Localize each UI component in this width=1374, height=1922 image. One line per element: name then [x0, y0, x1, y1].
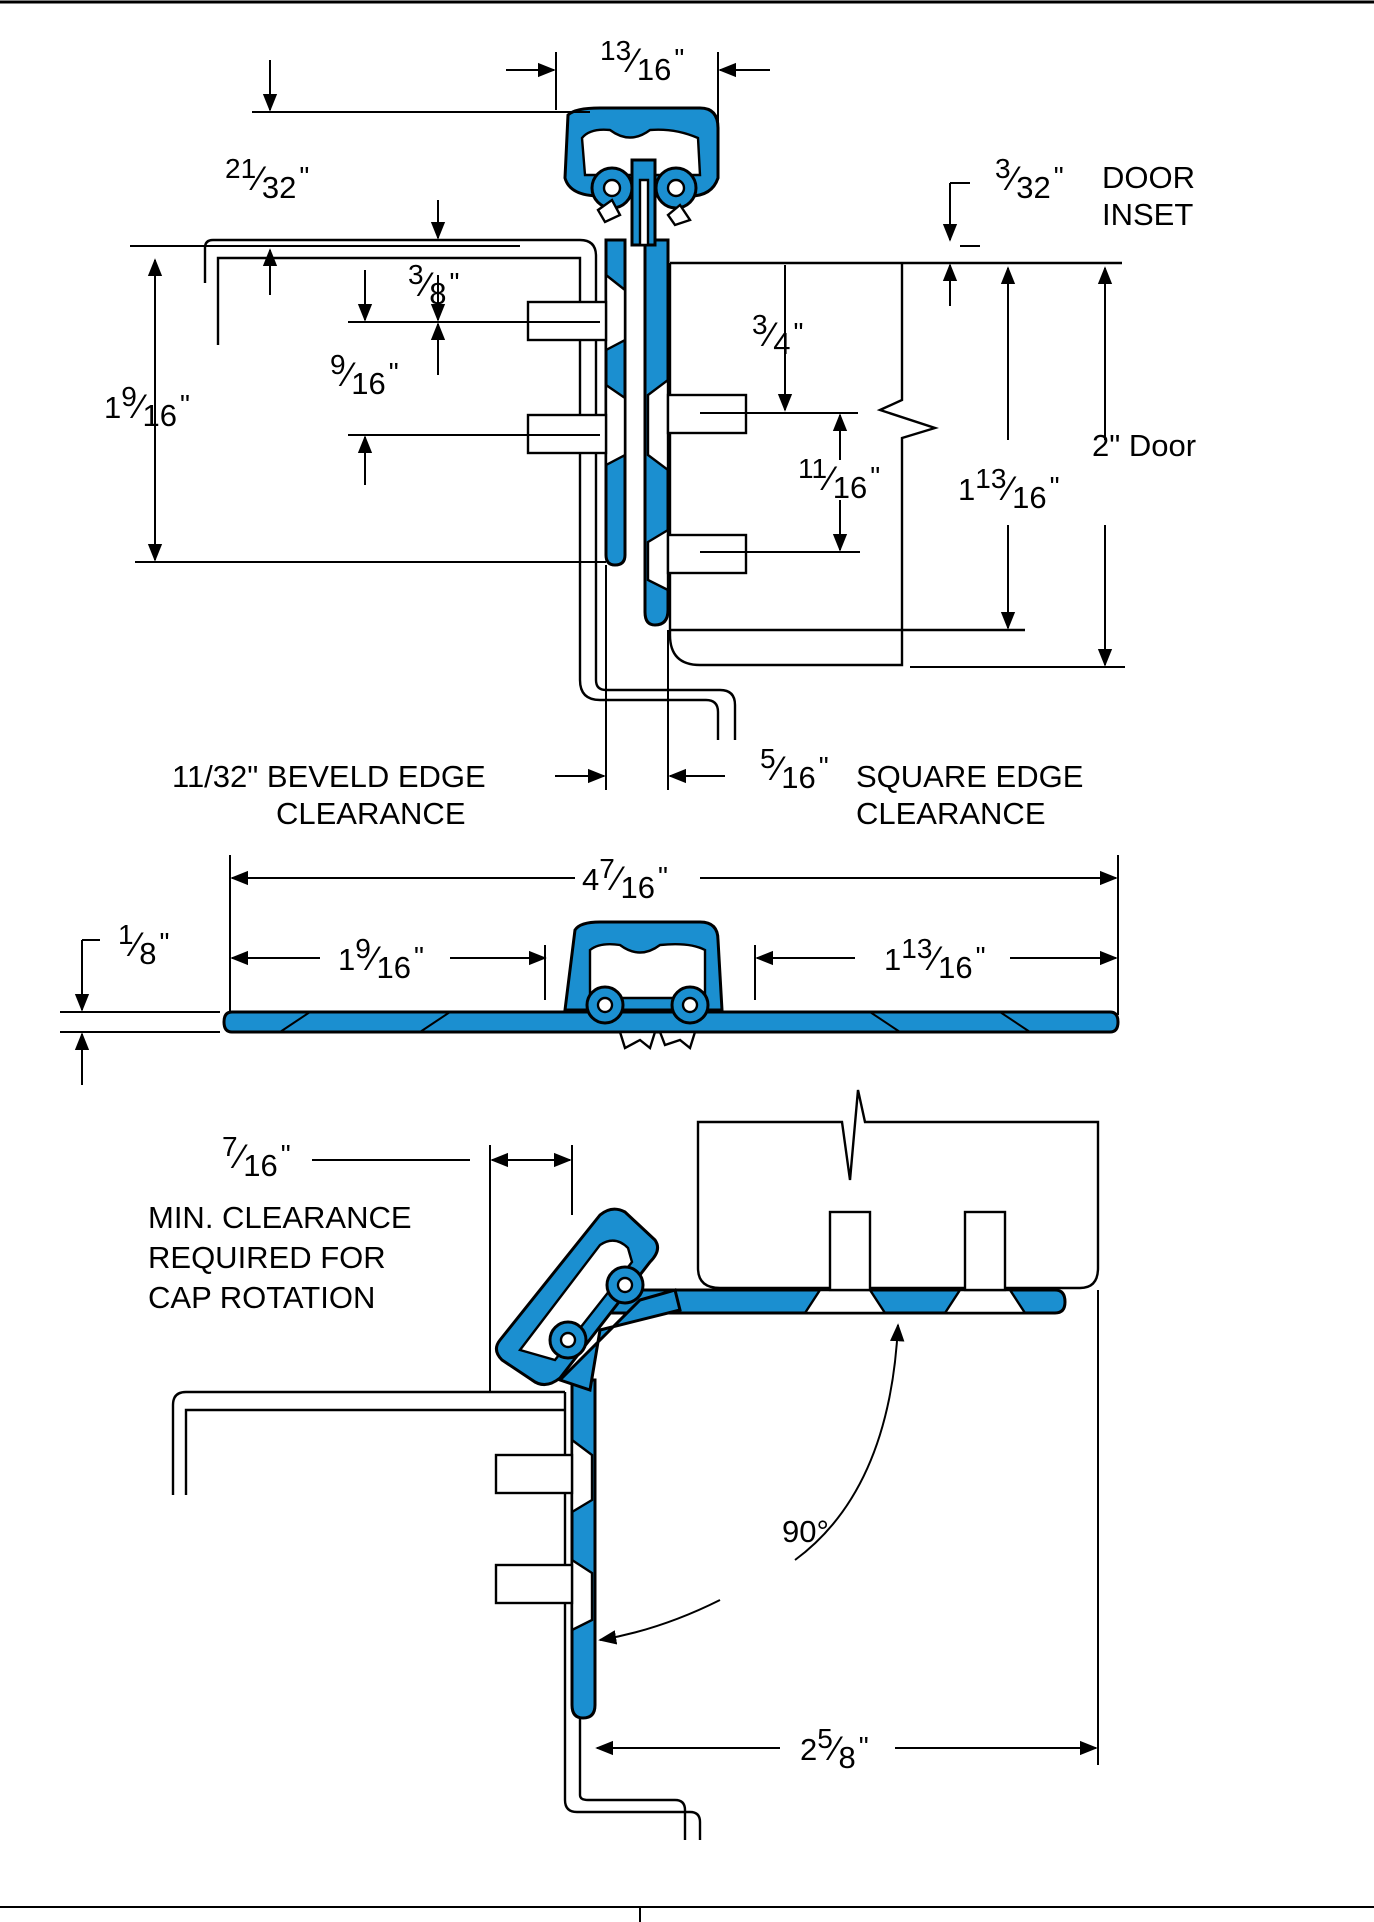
den: 16 — [636, 52, 672, 87]
unit: " — [1049, 471, 1060, 502]
unit: " — [870, 461, 881, 492]
num: 3 — [752, 309, 768, 340]
door-screw-rotated-2 — [963, 1210, 1007, 1292]
dim-door-leaf: 113⁄16" — [958, 463, 1060, 515]
den: 8 — [139, 936, 157, 971]
den: 8 — [838, 1740, 856, 1775]
num: 5 — [817, 1723, 833, 1754]
den: 16 — [938, 950, 973, 985]
door-inset-label-2: INSET — [1102, 197, 1194, 232]
rotated-hinge-view — [171, 1089, 1100, 1840]
den: 16 — [620, 870, 655, 905]
min-clearance-label-3: CAP ROTATION — [148, 1280, 376, 1315]
whole: 1 — [338, 942, 356, 977]
door-thickness-label: 2" Door — [1092, 428, 1197, 463]
dim-frame-leaf: 19⁄16" — [104, 381, 190, 433]
num: 13 — [975, 463, 1007, 494]
whole: 2 — [800, 1732, 818, 1767]
num: 3 — [408, 259, 424, 290]
frame-outline-rotated — [171, 1390, 565, 1495]
num: 13 — [901, 933, 933, 964]
unit: " — [658, 861, 668, 892]
whole: 1 — [104, 390, 122, 425]
dim-thickness: 1⁄8" — [118, 919, 170, 971]
den: 16 — [1012, 480, 1047, 515]
den: 16 — [243, 1148, 278, 1183]
closed-hinge-view — [130, 52, 1125, 790]
square-edge-label-2: CLEARANCE — [856, 796, 1046, 831]
flat-leaves — [222, 1010, 1120, 1034]
unit: " — [159, 927, 170, 958]
dim-top-width: 13⁄16" — [600, 35, 685, 87]
num: 21 — [225, 153, 257, 184]
frame-outline — [203, 238, 737, 740]
square-edge-label-1: SQUARE EDGE — [856, 759, 1084, 794]
num: 11 — [798, 453, 828, 484]
open-flat-view — [60, 855, 1120, 1085]
dim-overall-width: 47⁄16" — [582, 853, 668, 905]
dim-projection: 25⁄8" — [800, 1723, 869, 1775]
unit: " — [818, 751, 829, 782]
beveled-edge-label-1: 11/32" BEVELD EDGE — [172, 759, 486, 794]
dim-cap-height: 21⁄32" — [225, 153, 310, 205]
dim-min-clearance: 7⁄16" — [222, 1131, 291, 1183]
door-screw-2 — [666, 533, 748, 575]
den: 16 — [781, 760, 816, 795]
den: 4 — [773, 326, 791, 361]
den: 16 — [142, 398, 177, 433]
unit: " — [858, 1731, 869, 1762]
unit: " — [975, 941, 986, 972]
num: 13 — [600, 35, 632, 66]
beveled-edge-label-2: CLEARANCE — [276, 796, 466, 831]
dim-open-right: 113⁄16" — [884, 933, 986, 985]
unit: " — [449, 267, 460, 298]
num: 5 — [760, 743, 776, 774]
den: 16 — [832, 470, 868, 505]
dim-open-left: 19⁄16" — [338, 933, 424, 985]
den: 16 — [376, 950, 411, 985]
frame-screw-rotated-1 — [494, 1453, 574, 1495]
door-inset-label-1: DOOR — [1102, 160, 1195, 195]
whole: 1 — [884, 942, 902, 977]
den: 8 — [429, 276, 447, 311]
num: 3 — [995, 153, 1011, 184]
door-outline-rotated — [696, 1089, 1100, 1290]
den: 32 — [261, 170, 297, 205]
angle-label: 90° — [782, 1514, 829, 1549]
dim-square-edge: 5⁄16" — [760, 743, 829, 795]
num: 9 — [355, 933, 371, 964]
dim-door-inset: 3⁄32" — [995, 153, 1064, 205]
num: 9 — [121, 381, 137, 412]
unit: " — [299, 161, 310, 192]
whole: 1 — [958, 472, 976, 507]
unit: " — [388, 357, 399, 388]
num: 9 — [330, 349, 346, 380]
door-screw-rotated-1 — [828, 1210, 872, 1292]
num: 7 — [222, 1131, 238, 1162]
min-clearance-label-1: MIN. CLEARANCE — [148, 1200, 412, 1235]
whole: 4 — [582, 862, 600, 897]
unit: " — [793, 317, 804, 348]
unit: " — [280, 1139, 291, 1170]
dim-three-eighths: 3⁄8" — [408, 259, 460, 311]
num: 1 — [118, 919, 134, 950]
frame-leaf-rotated — [570, 1378, 597, 1720]
dim-nine-sixteenths: 9⁄16" — [330, 349, 399, 401]
unit: " — [1053, 161, 1064, 192]
den: 32 — [1016, 170, 1051, 205]
dim-three-quarters: 3⁄4" — [752, 309, 804, 361]
unit: " — [180, 389, 190, 420]
unit: " — [674, 43, 685, 74]
dim-eleven-sixteenths: 11⁄16" — [798, 453, 881, 505]
frame-screw-rotated-2 — [494, 1563, 574, 1605]
num: 7 — [599, 853, 615, 884]
min-clearance-label-2: REQUIRED FOR — [148, 1240, 386, 1275]
den: 16 — [351, 366, 386, 401]
unit: " — [414, 941, 424, 972]
